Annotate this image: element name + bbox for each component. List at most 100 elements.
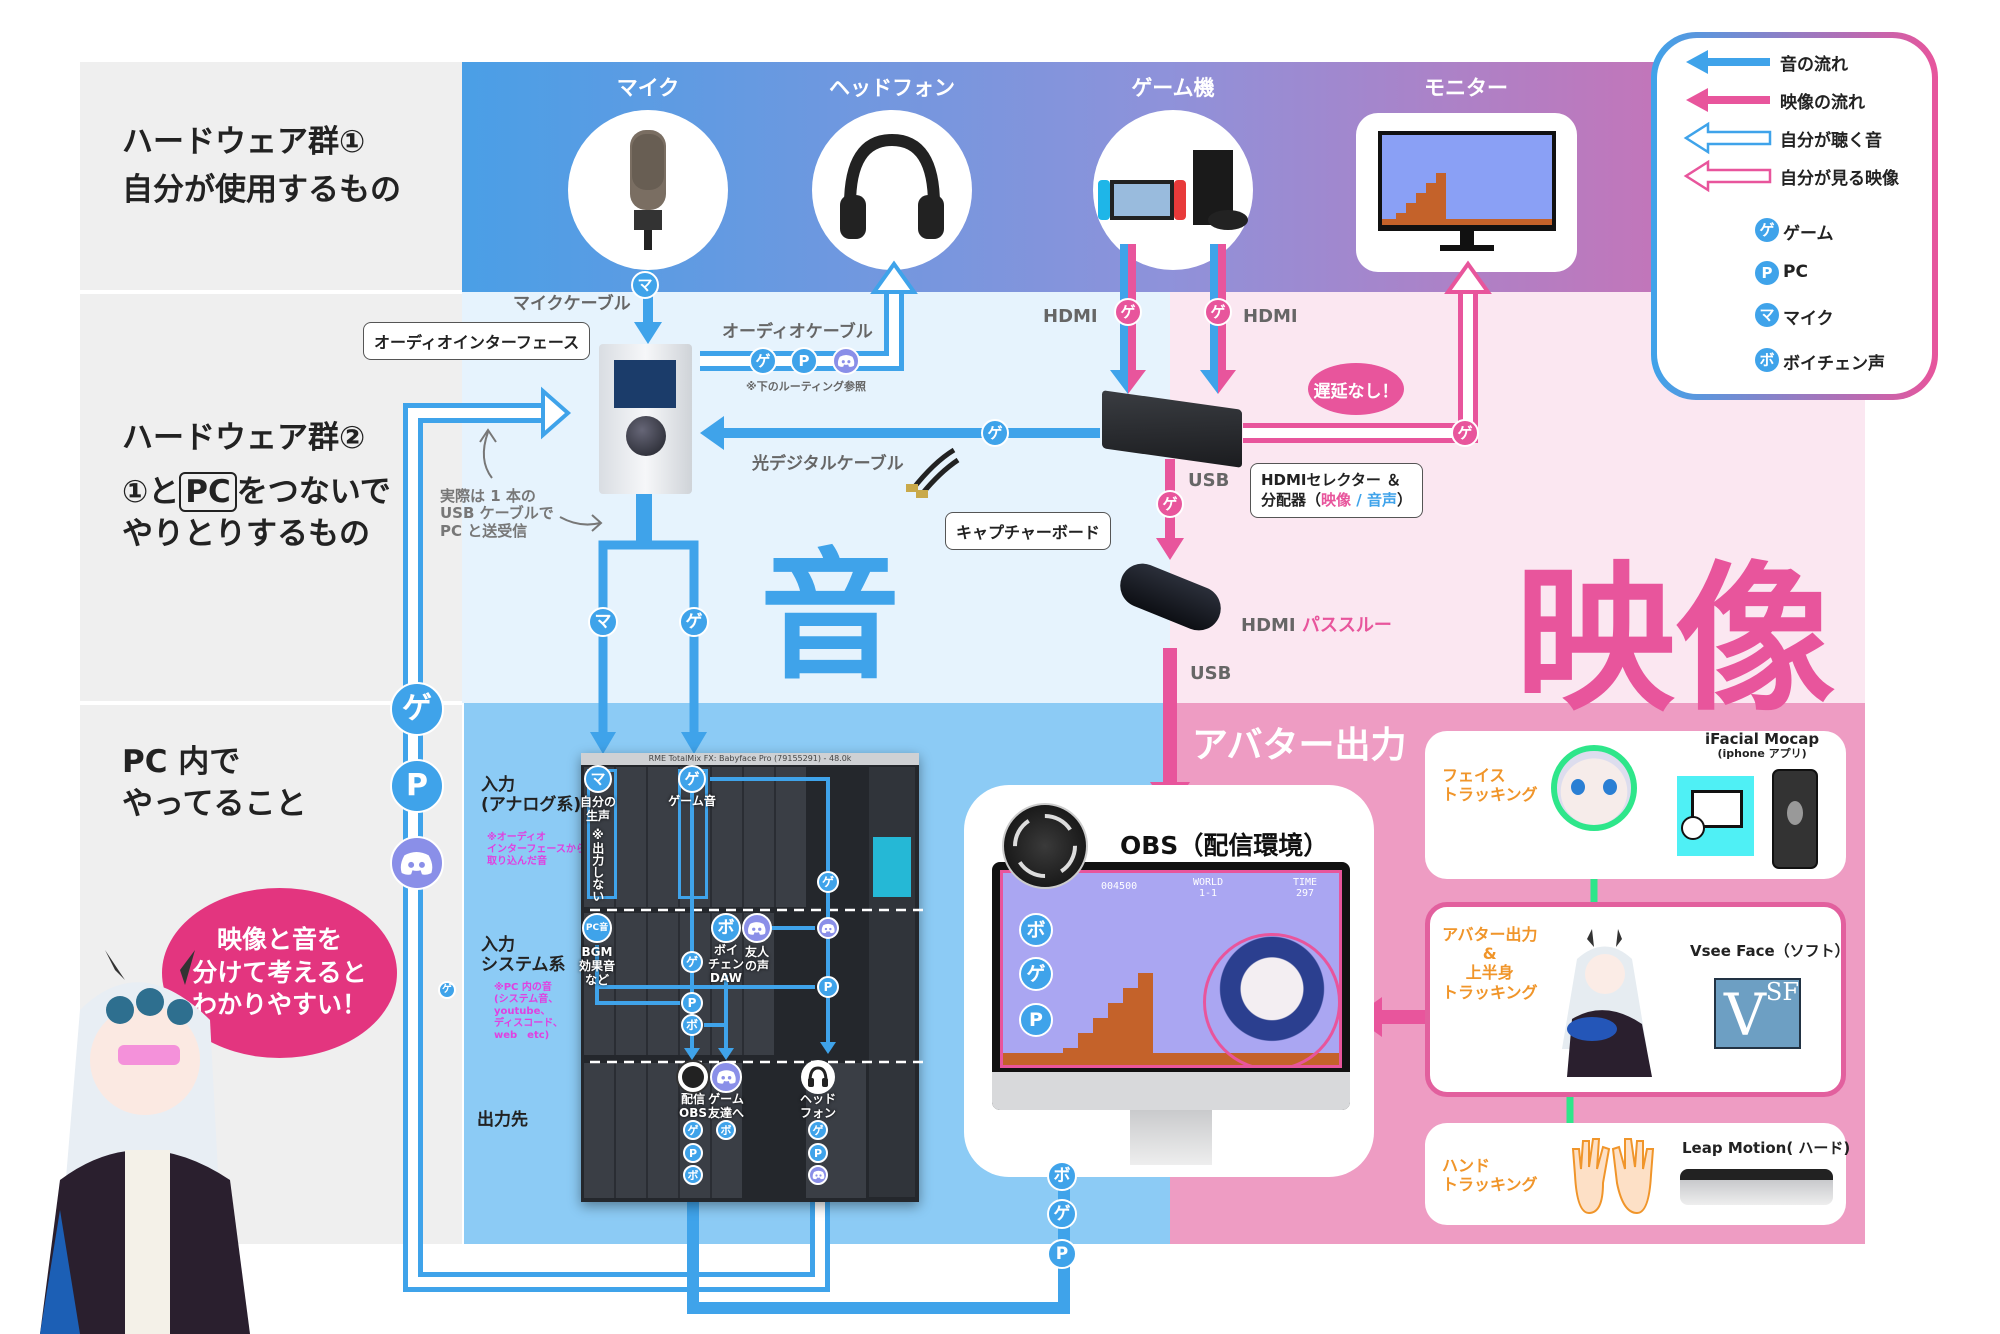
console-device [1093,110,1253,270]
bubble-line: わかりやすい！ [191,990,367,1020]
voice-changer-badge: ボ [1019,913,1053,947]
row1-subtitle: 自分が使用するもの [122,171,401,208]
optical-cable-arrow [700,416,1100,450]
discord-icon [390,836,444,890]
discord-icon [808,1165,828,1185]
label-line: 配信 [680,1092,705,1106]
note-line: ディスコード、 [494,1018,563,1029]
optical-cable-label: 光デジタルケーブル [752,454,904,474]
watch-hollow-arrow-icon [1683,159,1772,193]
pc-badge: P [1019,1003,1053,1037]
vsee-label: Vsee Face（ソフト） [1690,942,1850,960]
note-line: ※PC 内の音 [494,982,552,993]
row3-subtitle: やってること [122,785,307,822]
row2-line3: やりとりするもの [122,515,370,552]
legend-audio-flow: 音の流れ [1780,55,1848,75]
bubble-line: 映像と音を [216,925,342,955]
game-badge: ゲ [681,951,703,973]
selector-line2: 分配器（映像 / 音声） [1261,490,1412,510]
selector-video: 映像 [1321,491,1352,510]
monitor-stand [1130,1110,1212,1165]
interface-usb-line [590,494,707,754]
label-line: フォン [799,1105,837,1120]
routing-note: ※下のルーティング参照 [746,380,867,393]
optical-cable-image [906,447,960,498]
hud-time-value: 297 [1296,888,1315,899]
audio-interface-device [599,344,692,494]
hud-time-label: TIME [1293,877,1318,888]
audio-interface-callout: オーディオインターフェース [363,322,591,360]
label-line: 効果音 [578,958,616,973]
label-line: 友人 [744,945,770,959]
game-badge: ゲ [678,765,706,793]
avatar-output-label: アバター出力 [1192,725,1407,766]
hud-world-label: WORLD [1193,877,1224,888]
discord-icon [817,917,839,939]
legend-mic: マイク [1783,309,1834,329]
usb-note-line: USB ケーブルで [440,504,554,523]
hands-icon [1571,1138,1655,1215]
face-avatar-image [1551,745,1637,831]
row2-pc-box: PC [179,471,237,512]
label-line: ヘッド [799,1092,837,1106]
obs-title: OBS（配信環境） [1120,831,1329,860]
game-badge: ゲ [1156,490,1184,518]
game-badge: ゲ [817,871,839,893]
vtuber-character-illustration [40,950,250,1334]
ifacial-label: iFacial Mocap(iphone アプリ) [1705,731,1819,760]
own-voice-label: 自分の生声 [580,795,616,824]
section-line: システム系 [481,955,566,976]
interface-knob[interactable] [626,416,666,456]
label-line: チェン [707,956,745,971]
pc-badge: P [817,976,839,998]
console-label: ゲーム機 [1131,76,1215,100]
usb-note: 実際は 1 本の USB ケーブルで PC と送受信 [440,487,554,540]
legend-video-flow: 映像の流れ [1780,93,1865,113]
label-line: & [1482,944,1497,964]
leap-motion-label: Leap Motion( ハード) [1682,1139,1851,1157]
obs-output-icon [676,1060,710,1094]
audio-cable-label: オーディオケーブル [722,322,873,342]
leap-motion-device [1680,1169,1833,1205]
note-line: インターフェースから [487,844,586,855]
game-badge: ゲ [438,981,456,999]
pc-sound-badge: PC音 [582,913,612,943]
discord-icon [832,347,860,375]
game-badge: ゲ [1451,419,1479,447]
bubble-line: 分けて考えると [192,957,367,987]
audio-flow-arrow-icon [1686,50,1770,74]
headphone-icon [840,133,944,239]
avatar-tracking-label: アバター出力&上半身トラッキング [1442,925,1538,1002]
monitor-chin [992,1072,1350,1110]
selector-line1: HDMIセレクター ＆ [1261,471,1402,489]
out-friends-label: ゲーム友達へ [707,1092,745,1121]
voice-changer-badge: ボ [683,1165,703,1185]
discord-icon [742,913,772,943]
capture-board-callout: キャプチャーボード [945,512,1111,550]
label-line: 生声 [585,808,611,823]
video-big-label: 映像 [1515,546,1836,733]
pc-badge: P [1753,259,1781,287]
game-badge: ゲ [1019,957,1053,991]
note-line: ※オーディオ [487,832,547,843]
game-badge: ゲ [1204,298,1232,326]
label-line: 上半身 [1465,963,1514,983]
headphone-device [812,110,972,270]
section-line: 入力 [481,935,515,955]
audio-big-label: 音 [760,536,901,699]
microphone-icon [630,130,666,250]
label-line: ボイ [713,943,739,957]
pc-badge: P [790,347,818,375]
row1-heading: ハードウェア群① 自分が使用するもの [122,122,401,212]
label-line: の声 [744,958,770,973]
label-line: OBS [679,1105,707,1120]
mic-badge: マ [1753,301,1781,329]
label-line: DAW [710,970,742,985]
label-line: 友達へ [707,1105,745,1120]
interface-display [614,360,676,408]
hud-score: 004500 [1101,881,1138,892]
